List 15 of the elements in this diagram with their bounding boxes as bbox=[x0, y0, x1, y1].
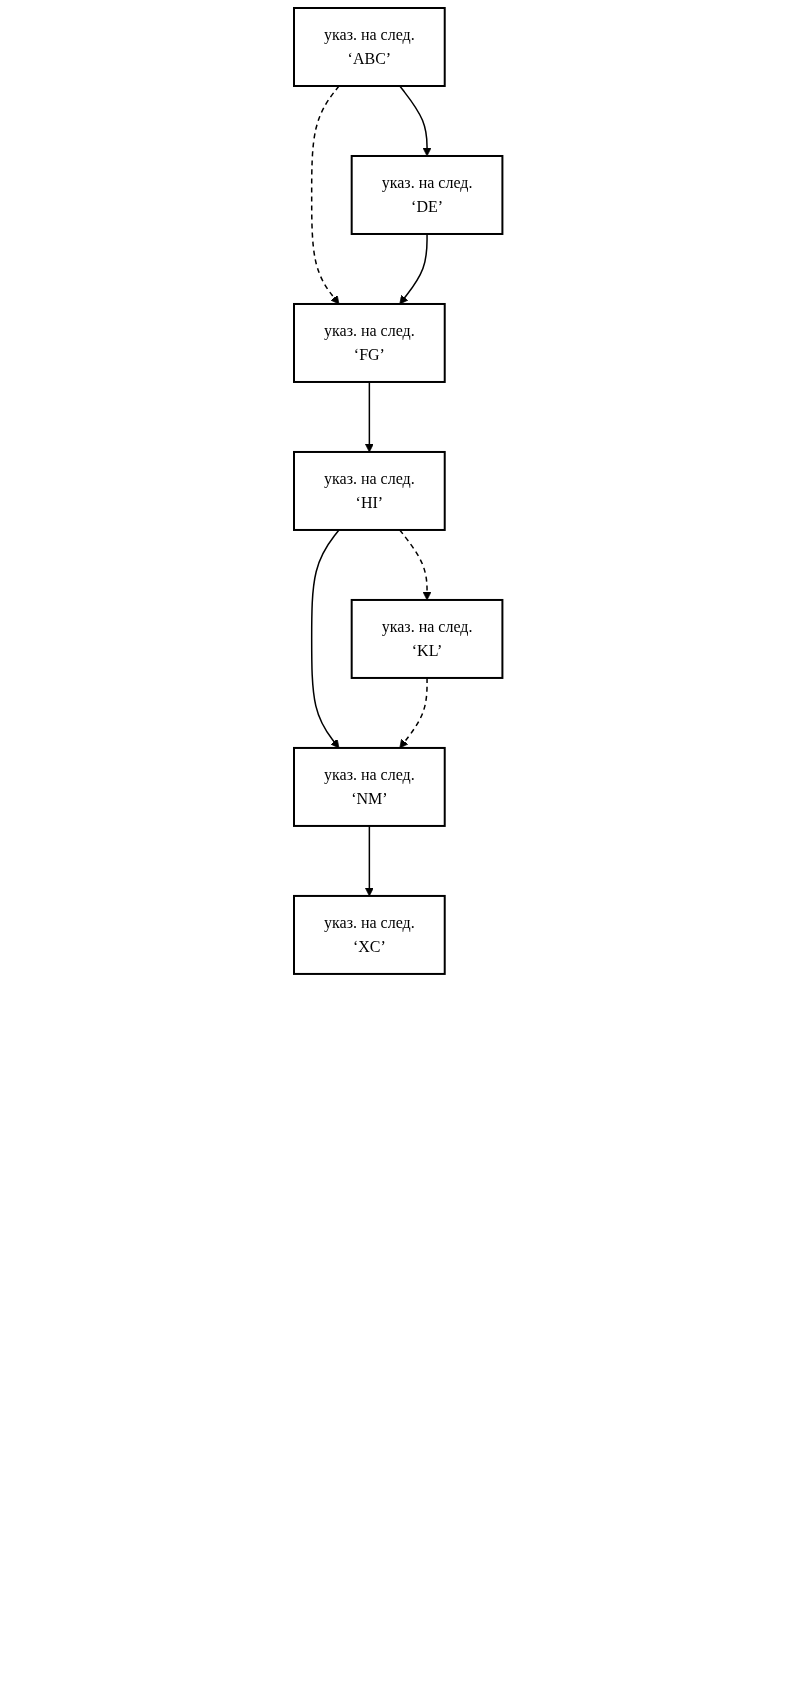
node-box: указ. на след. ‘DE’ bbox=[351, 155, 504, 235]
node-box: указ. на след. ‘ABC’ bbox=[293, 7, 446, 87]
arrow bbox=[399, 529, 432, 601]
node-box: указ. на след. ‘XC’ bbox=[293, 894, 446, 975]
arrow bbox=[399, 233, 429, 305]
arrow bbox=[365, 825, 375, 897]
node-box: указ. на след. ‘NM’ bbox=[293, 746, 446, 827]
arrow bbox=[311, 85, 340, 305]
node-box: указ. на след. ‘KL’ bbox=[351, 598, 504, 679]
arrow bbox=[365, 381, 375, 453]
node-box: указ. на след. ‘FG’ bbox=[293, 303, 446, 383]
arrow bbox=[399, 85, 432, 157]
node-box: указ. на след. ‘HI’ bbox=[293, 450, 446, 531]
arrow bbox=[311, 529, 340, 749]
arrow bbox=[399, 677, 429, 749]
